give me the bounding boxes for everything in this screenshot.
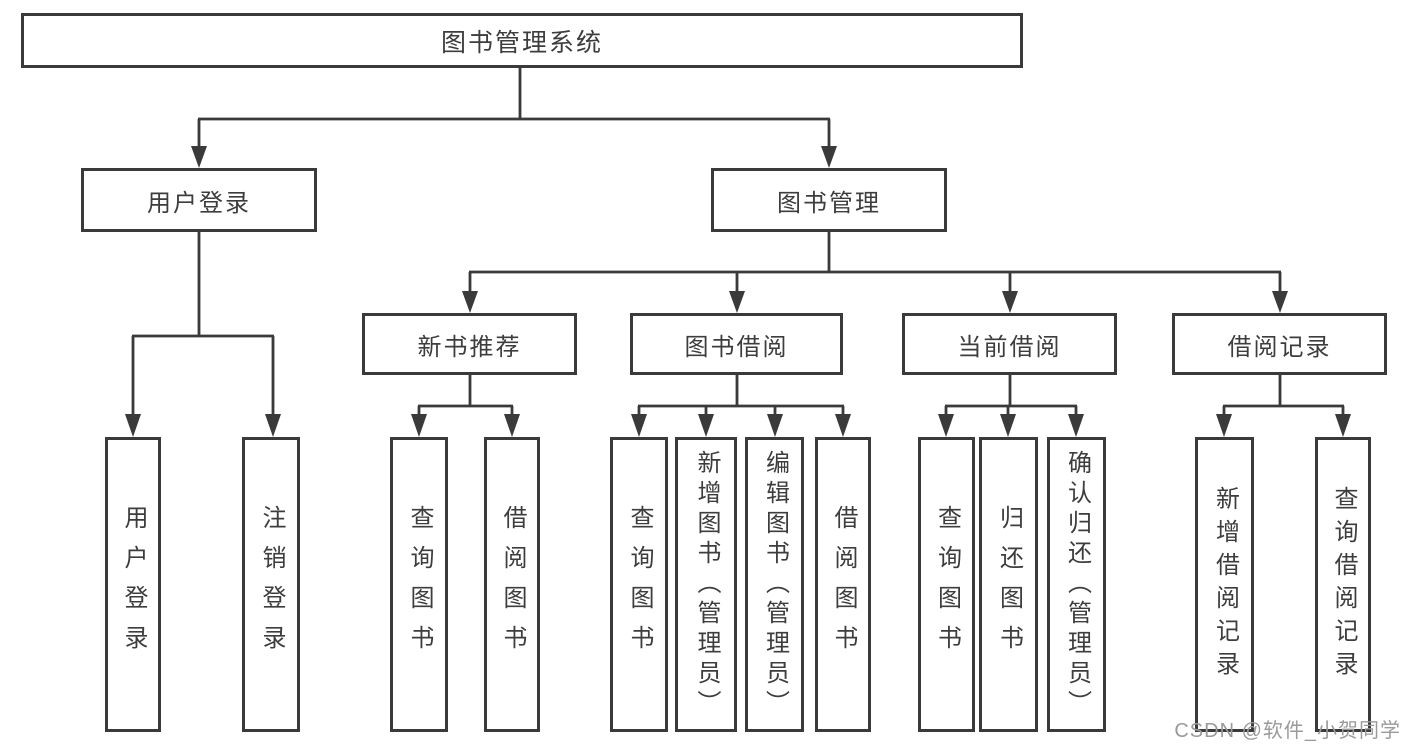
node-label: 新书推荐 <box>417 333 522 361</box>
node-label: 查询图书 <box>933 504 961 665</box>
node-label: 归还图书 <box>995 504 1023 665</box>
node-label: 当前借阅 <box>957 333 1062 361</box>
leaf-confirm-return-admin: 确认归还（管理员） <box>1047 437 1106 732</box>
node-label: 借阅图书 <box>499 504 526 665</box>
leaf-query-books-current: 查询图书 <box>918 437 975 732</box>
leaf-borrow-books: 借阅图书 <box>815 437 871 732</box>
node-book-borrowing: 图书借阅 <box>630 313 843 375</box>
node-label: 借阅图书 <box>830 504 857 665</box>
leaf-borrow-books-recommend: 借阅图书 <box>484 437 540 732</box>
node-borrowing-records: 借阅记录 <box>1172 313 1387 375</box>
connector-shafts <box>131 68 1345 416</box>
leaf-return-books: 归还图书 <box>979 437 1038 732</box>
node-label: 图书管理 <box>777 189 881 217</box>
leaf-logout-login: 注销登录 <box>242 437 300 732</box>
node-label: 查询图书 <box>406 504 433 665</box>
leaf-query-borrow-record: 查询借阅记录 <box>1315 437 1371 732</box>
watermark-text: CSDN @软件_小贺同学 <box>1174 720 1401 742</box>
leaf-add-borrow-record: 新增借阅记录 <box>1195 437 1254 732</box>
node-library-management-system: 图书管理系统 <box>21 13 1023 68</box>
node-label: 注销登录 <box>258 504 285 665</box>
node-new-book-recommend: 新书推荐 <box>362 313 577 375</box>
node-label: 查询借阅记录 <box>1330 485 1357 684</box>
leaf-user-login: 用户登录 <box>105 437 161 732</box>
leaf-edit-books-admin: 编辑图书（管理员） <box>745 437 804 732</box>
node-label: 借阅记录 <box>1227 333 1332 361</box>
leaf-query-books-borrowing: 查询图书 <box>610 437 668 732</box>
leaf-query-books-recommend: 查询图书 <box>390 437 448 732</box>
node-current-borrowing: 当前借阅 <box>902 313 1117 375</box>
node-label: 图书管理系统 <box>440 28 603 57</box>
node-label: 编辑图书（管理员） <box>761 449 789 720</box>
node-user-login: 用户登录 <box>81 168 317 232</box>
node-label: 确认归还（管理员） <box>1063 449 1091 720</box>
node-label: 查询图书 <box>626 504 653 665</box>
node-label: 用户登录 <box>147 189 251 217</box>
connector-arrowheads <box>125 146 1351 437</box>
node-book-management: 图书管理 <box>711 168 947 232</box>
leaf-add-books-admin: 新增图书（管理员） <box>675 437 737 732</box>
node-label: 新增借阅记录 <box>1211 485 1239 684</box>
node-label: 用户登录 <box>120 504 147 665</box>
node-label: 新增图书（管理员） <box>693 449 720 720</box>
node-label: 图书借阅 <box>684 333 789 361</box>
